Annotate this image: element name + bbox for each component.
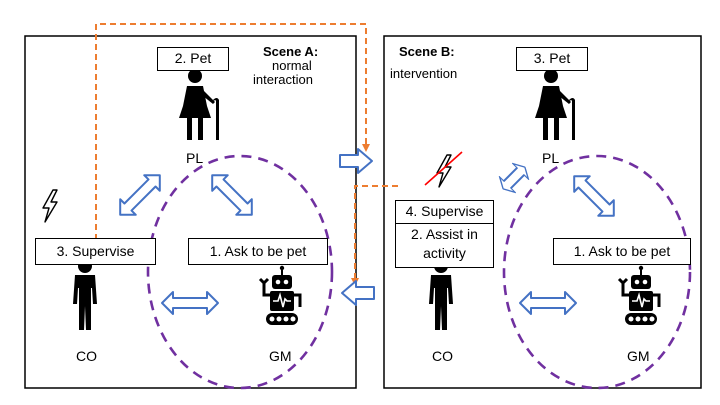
robot-icon: [258, 264, 302, 327]
arrow-pl-co-b: [494, 158, 534, 198]
scene-a-ellipse: [146, 154, 334, 390]
scene-a-ask-label: 1. Ask to be pet: [209, 243, 307, 259]
scene-b-assist-line-2: activity: [423, 245, 466, 261]
elderly-person-icon: [535, 69, 575, 140]
scene-b-ask-box: 1. Ask to be pet: [553, 238, 691, 265]
scene-a-ask-box: 1. Ask to be pet: [188, 238, 328, 265]
scene-b-pl-label: PL: [542, 150, 560, 166]
scene-b-pet-box: 3. Pet: [516, 47, 588, 71]
scene-b-assist-box: 2. Assist in activity: [395, 223, 494, 268]
scene-b-frame: [383, 35, 702, 389]
scene-a-supervise-box: 3. Supervise: [35, 238, 156, 265]
scene-a-pl-label: PL: [186, 150, 204, 166]
scene-a-supervise-label: 3. Supervise: [56, 243, 135, 259]
scene-b-supervise-label: 4. Supervise: [405, 203, 484, 219]
scene-b-gm-label: GM: [627, 348, 650, 364]
scene-a-title: Scene A:: [263, 44, 319, 59]
scene-a-pet-label: 2. Pet: [174, 50, 212, 66]
elderly-person-icon: [179, 69, 219, 140]
scene-a-frame: [24, 35, 357, 389]
scene-b-title: Scene B:: [399, 44, 455, 59]
robot-icon: [617, 264, 661, 327]
person-icon: [73, 259, 97, 330]
scene-b-pet-label: 3. Pet: [533, 50, 571, 66]
scene-a-gm-label: GM: [269, 348, 292, 364]
arrow-pl-co-a: [111, 166, 169, 224]
connector-supervise-to-scene-b: [95, 23, 367, 240]
scene-a-co-label: CO: [76, 348, 97, 364]
scene-b-supervise-box: 4. Supervise: [395, 200, 494, 224]
arrow-back-to-scene-a: [341, 280, 375, 306]
scene-b-ellipse: [502, 154, 692, 390]
scene-a-pet-box: 2. Pet: [157, 47, 229, 71]
arrow-pl-gm-a: [203, 166, 261, 224]
arrow-pl-gm-b: [565, 167, 623, 225]
scene-a-subtitle-1: normal: [272, 58, 312, 73]
arrow-co-gm-a: [161, 291, 219, 315]
arrow-co-gm-b: [519, 291, 577, 315]
scene-b-ask-label: 1. Ask to be pet: [573, 243, 671, 259]
lightning-icon: [42, 189, 58, 223]
scene-b-subtitle: intervention: [390, 66, 458, 81]
lightning-icon: [436, 154, 452, 188]
cross-out-line: [424, 151, 463, 186]
connector-scene-b-to-return: [354, 185, 398, 280]
scene-a-subtitle-2: interaction: [253, 72, 313, 87]
scene-b-co-label: CO: [432, 348, 453, 364]
scene-b-assist-line-1: 2. Assist in: [411, 226, 478, 242]
person-icon: [429, 259, 453, 330]
